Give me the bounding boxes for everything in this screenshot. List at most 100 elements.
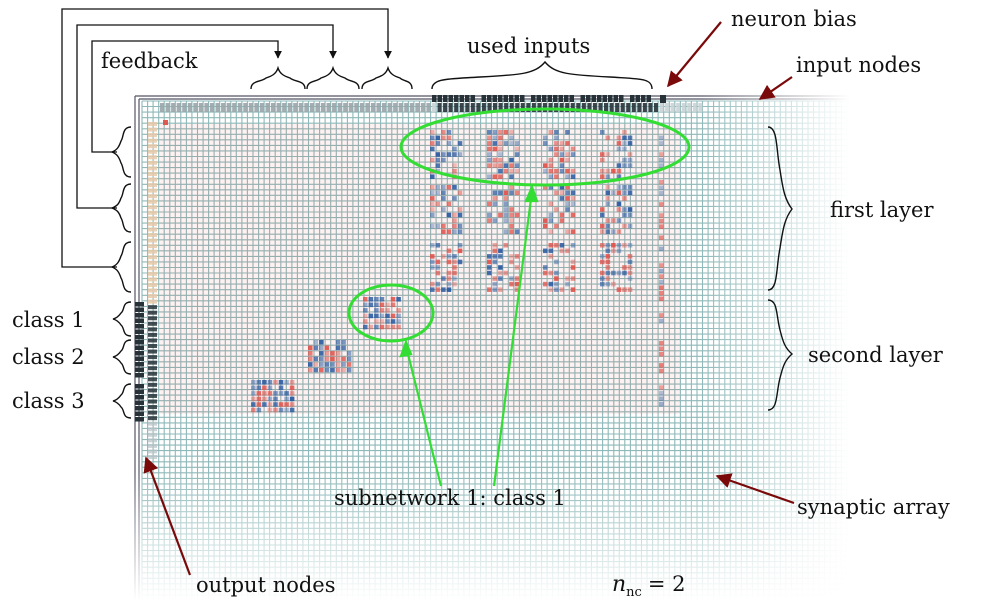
synapse-weight: [256, 385, 262, 391]
synapse-weight: [441, 135, 446, 141]
synapse-weight: [487, 130, 492, 135]
output-node: [148, 138, 157, 143]
synapse-weight: [396, 308, 401, 313]
used-input-marker: [459, 95, 464, 102]
synapse-weight: [498, 130, 503, 135]
synapse-weight: [565, 168, 570, 174]
synapse-weight: [487, 287, 492, 292]
input-node: [615, 103, 620, 112]
synapse-weight: [346, 351, 352, 356]
synapse-weight: [616, 243, 622, 248]
output-node: [148, 327, 157, 332]
synapse-weight: [565, 196, 570, 201]
synapse-weight: [548, 287, 554, 292]
subnetwork-pointers: [399, 183, 539, 487]
synapse-weight: [548, 229, 554, 234]
synapse-weight: [498, 212, 503, 218]
class-output-node: [135, 351, 144, 356]
class-output-node: [135, 367, 144, 372]
synapse-weight: [616, 185, 622, 190]
synapse-weight: [554, 259, 559, 265]
synapse-weight: [487, 163, 492, 168]
synapse-weight: [492, 248, 498, 254]
output-node: [148, 355, 157, 360]
synapse-weight: [605, 196, 611, 201]
synapse-weight: [570, 174, 576, 179]
synapse-weight: [548, 185, 554, 190]
input-node: [348, 103, 353, 112]
used-input-marker: [553, 95, 558, 102]
input-node: [443, 103, 448, 112]
input-node: [620, 103, 625, 112]
input-node: [587, 103, 592, 112]
input-node: [570, 103, 575, 112]
input-node: [576, 103, 581, 112]
synapse-weight: [379, 324, 385, 330]
used-input-marker: [542, 95, 547, 102]
bias-weight: [659, 285, 664, 290]
synapse-weight: [446, 229, 452, 234]
class-output-node: [135, 395, 144, 400]
synapse-weight: [457, 212, 463, 218]
input-node: [287, 103, 292, 112]
output-node: [148, 427, 157, 432]
synapse-weight: [565, 281, 570, 287]
output-node: [148, 160, 157, 165]
input-node: [398, 103, 403, 112]
synapse-weight: [616, 163, 622, 168]
input-node: [687, 103, 692, 112]
synapse-weight: [554, 287, 559, 292]
synapse-weight: [611, 281, 616, 287]
neuron-bias-node: [660, 95, 666, 103]
feedback-lines: [61, 8, 392, 268]
synapse-weight: [548, 243, 554, 248]
bias-weight: [659, 290, 664, 296]
used-input-marker: [448, 95, 453, 102]
bias-weight: [659, 141, 664, 146]
synapse-weight: [605, 152, 611, 157]
synapse-weight: [559, 212, 565, 218]
output-node: [148, 271, 157, 276]
class-output-node: [135, 302, 144, 307]
synapse-weight: [256, 396, 262, 402]
synapse-weight: [605, 223, 611, 229]
synapse-weight: [554, 223, 559, 229]
bias-weight: [659, 363, 664, 368]
synapse-weight: [554, 141, 559, 146]
synapse-weight: [616, 218, 622, 223]
synapse-weight: [627, 157, 633, 163]
synapse-weight: [509, 259, 514, 265]
synapse-weight: [446, 185, 452, 190]
used-input-marker: [514, 95, 519, 102]
synapse-weight: [543, 141, 548, 146]
class-output-node: [135, 373, 144, 378]
synapse-weight: [565, 152, 570, 157]
class-output-node: [135, 384, 144, 389]
used-input-marker: [470, 95, 475, 102]
used-input-marker: [481, 95, 486, 102]
class-output-node: [135, 389, 144, 394]
synapse-weight: [509, 229, 514, 234]
output-node: [148, 249, 157, 254]
output-node: [148, 144, 157, 149]
synapse-weight: [622, 190, 627, 196]
synapse-weight: [262, 385, 267, 391]
used-input-marker: [641, 95, 646, 102]
input-node: [226, 103, 231, 112]
synapse-weight: [324, 356, 330, 362]
synapse-weight: [457, 248, 463, 254]
output-node: [148, 177, 157, 182]
synapse-weight: [319, 340, 324, 345]
synapse-weight: [396, 313, 401, 319]
output-node: [148, 310, 157, 315]
used-inputs-highlight: [399, 107, 691, 187]
synapse-weight: [627, 265, 633, 270]
synapse-weight: [374, 302, 379, 308]
synapse-weight: [492, 243, 498, 248]
synapse-weight: [256, 402, 262, 407]
input-node: [204, 103, 209, 112]
synapse-weight: [622, 157, 627, 163]
synapse-weight: [554, 270, 559, 276]
subnetwork-label: subnetwork 1: class 1: [334, 486, 566, 510]
